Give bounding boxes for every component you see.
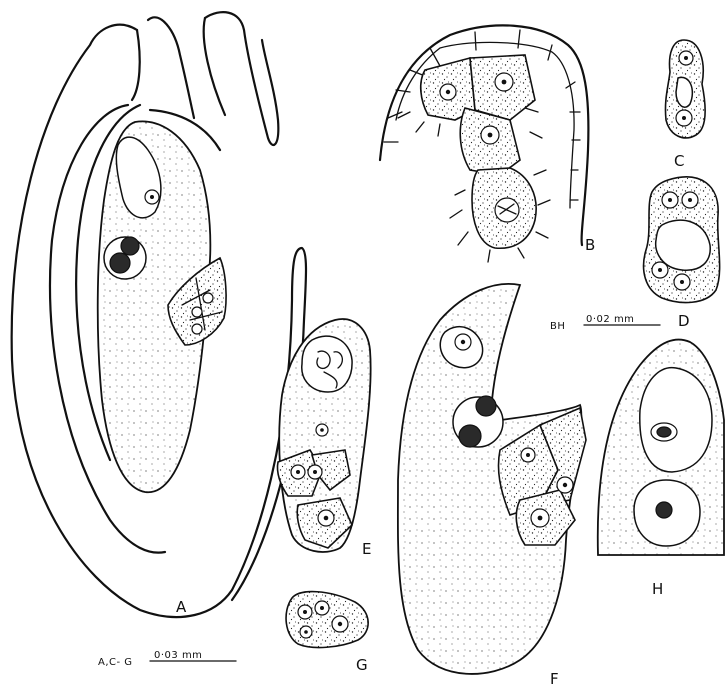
figure-e-embryo-sac: E bbox=[277, 319, 371, 558]
panel-label-c: C bbox=[674, 152, 684, 170]
panel-label-f: F bbox=[550, 670, 559, 688]
figure-c-two-nucleate: C bbox=[665, 40, 705, 170]
scale-bar-bh: BH 0·02 mm bbox=[550, 314, 660, 332]
figure-f-mature-embryo-sac: F bbox=[398, 284, 586, 688]
scale-bar-ac-g-label: A,C- G bbox=[98, 657, 133, 668]
panel-label-b: B bbox=[585, 236, 595, 254]
figure-g-antipodals: G bbox=[286, 592, 368, 674]
scale-bar-bh-label: BH bbox=[550, 321, 565, 332]
scale-bar-ac-g-value: 0·03 mm bbox=[154, 650, 202, 661]
figure-d-four-nucleate: D bbox=[644, 177, 720, 330]
scale-bar-bh-value: 0·02 mm bbox=[586, 314, 634, 325]
figure-b-tetrad: B bbox=[380, 25, 595, 262]
panel-label-h: H bbox=[652, 580, 663, 598]
panel-label-a: A bbox=[176, 598, 187, 616]
panel-label-e: E bbox=[362, 540, 371, 558]
figure-a-ovule: A bbox=[12, 12, 306, 617]
figure-h-egg-apparatus: H bbox=[598, 340, 724, 598]
panel-label-d: D bbox=[678, 312, 690, 330]
panel-label-g: G bbox=[356, 656, 368, 674]
scale-bar-ac-g: A,C- G 0·03 mm bbox=[98, 650, 236, 668]
